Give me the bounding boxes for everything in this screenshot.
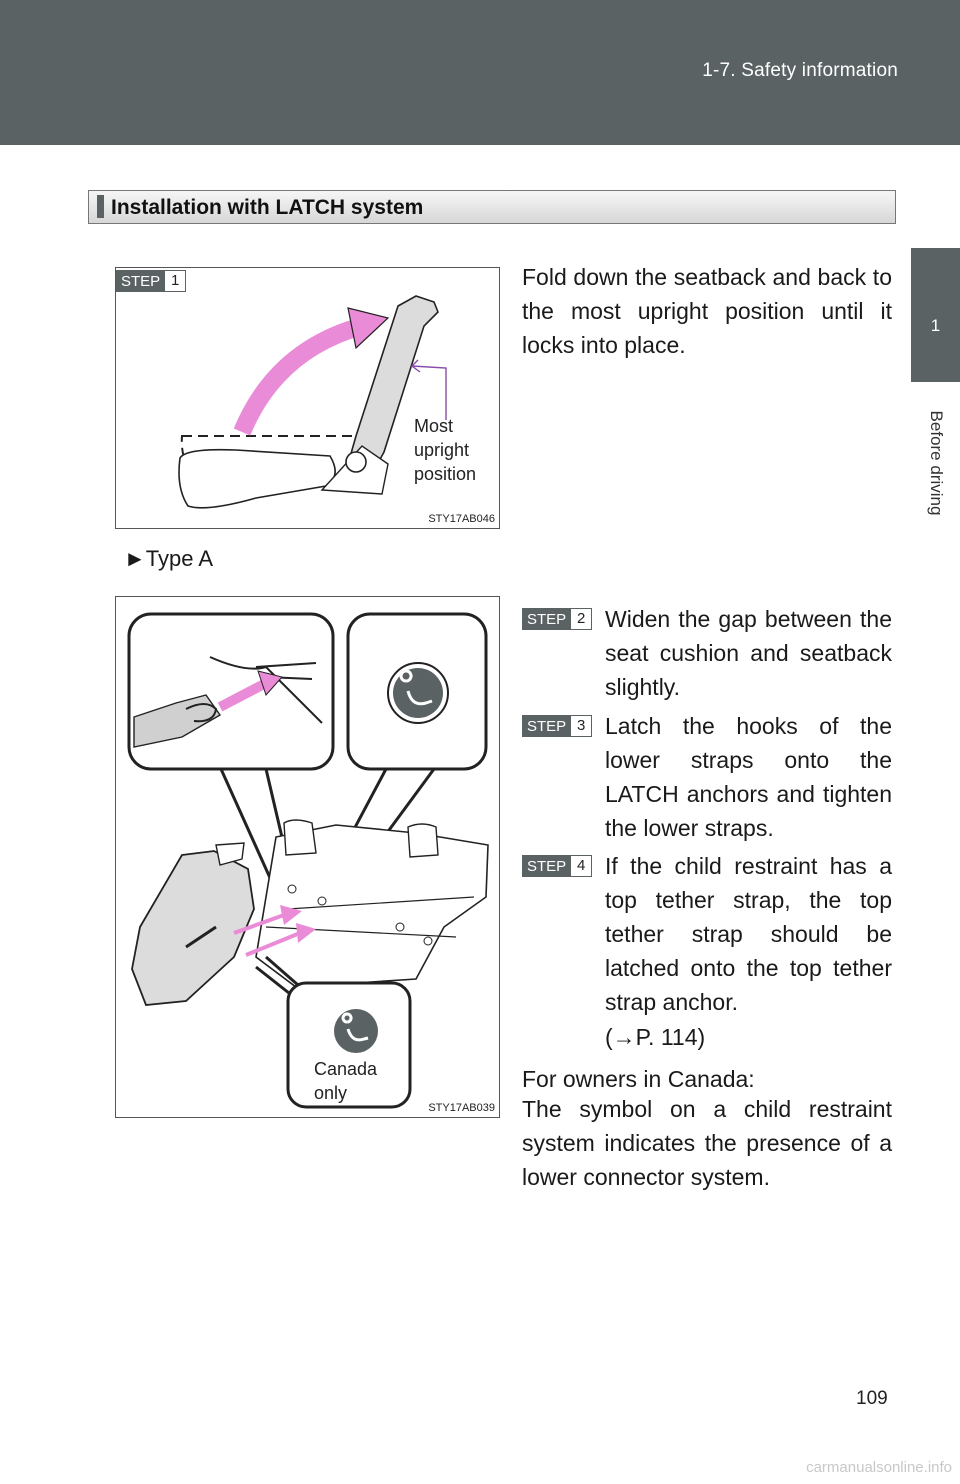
figure-latch: Canada only STY17AB039 [115,596,500,1118]
figure-code: STY17AB046 [428,513,495,525]
step-badge-3: STEP 3 [522,715,593,737]
type-label: ►Type A [124,546,214,571]
step-badge-2: STEP 2 [522,608,593,630]
seatback-illustration [178,295,447,509]
step4-page-ref: (→P. 114) [605,1024,706,1050]
section-title: Installation with LATCH system [111,196,424,219]
canada-heading: For owners in Canada: [522,1066,755,1092]
step-badge-1: STEP 1 [116,270,187,292]
step2-text: Widen the gap between the seat cushion a… [605,606,892,700]
step-word: STEP [116,270,166,292]
most-upright-label: Most upright position [414,416,477,484]
latch-illustration [127,612,489,1109]
step-badge-4: STEP 4 [522,855,593,877]
figure-code: STY17AB039 [428,1102,495,1114]
side-tab-number: 1 [930,316,941,335]
section-accent [97,195,104,218]
step1-text: Fold down the seatback and back to the m… [522,264,892,358]
page-number: 109 [856,1388,888,1409]
chapter-title: 1-7. Safety information [702,60,898,81]
watermark-text: carmanualsonline.info [806,1459,952,1476]
side-tab [911,248,960,382]
section-heading: Installation with LATCH system [88,190,896,224]
header-bar: 1-7. Safety information [0,0,960,145]
figure-seatback: STEP 1 Most upright position STY17AB046 [115,267,500,529]
side-tab-label: Before driving [926,410,946,516]
step3-text: Latch the hooks of the lower straps onto… [605,713,892,841]
canada-only-label: Canada only [314,1059,378,1103]
step4-text: If the child restraint has a top tether … [605,853,892,1015]
step-number: 1 [165,270,187,292]
side-tab-label-wrap: Before driving [911,382,960,544]
canada-text: The symbol on a child restraint system i… [522,1096,892,1190]
